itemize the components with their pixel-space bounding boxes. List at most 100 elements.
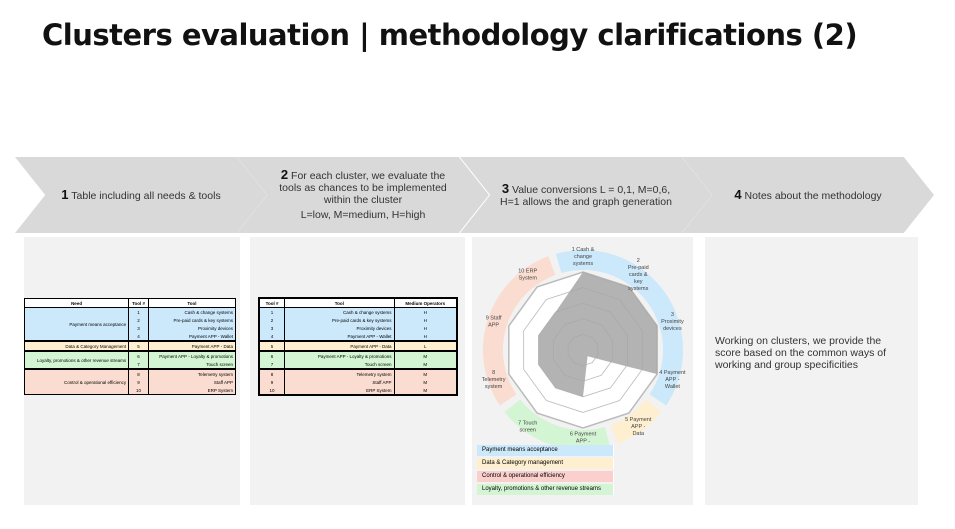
tool-name: Telemetry system bbox=[284, 368, 395, 378]
tool-name: Staff APP bbox=[147, 378, 237, 386]
tool-score: L bbox=[393, 340, 458, 351]
tool-score: M bbox=[393, 368, 458, 378]
tool-number: 6 bbox=[128, 350, 149, 360]
tool-name: Staff APP bbox=[284, 378, 395, 386]
tool-name: Payment APP - Wallet bbox=[284, 332, 395, 341]
tool-name: Payment APP - Data bbox=[284, 340, 395, 351]
tool-score: H bbox=[393, 332, 458, 341]
tool-number: 3 bbox=[258, 324, 286, 332]
tool-name: Cash & change systems bbox=[284, 307, 395, 316]
step-1: 1 Table including all needs & tools bbox=[15, 157, 267, 233]
tool-number: 4 bbox=[258, 332, 286, 341]
cluster-arc bbox=[555, 249, 684, 406]
need-cell: Data & Category Management bbox=[23, 340, 130, 351]
column-header: Tool # bbox=[258, 297, 286, 308]
tool-score: M bbox=[393, 360, 458, 369]
cluster-arc bbox=[610, 399, 662, 444]
need-cell: Loyalty, promotions & other revenue stre… bbox=[23, 350, 130, 369]
tool-score: H bbox=[393, 316, 458, 324]
page-title: Clusters evaluation | methodology clarif… bbox=[42, 18, 858, 52]
step-4: 4 Notes about the methodology bbox=[682, 157, 934, 233]
tool-number: 1 bbox=[128, 307, 149, 316]
step-3: 3 Value conversions L = 0,1, M=0,6, H=1 … bbox=[460, 157, 712, 233]
tool-number: 10 bbox=[128, 386, 149, 395]
tool-name: Payment APP - Wallet bbox=[147, 332, 237, 341]
column-header: Tool bbox=[284, 297, 395, 308]
tool-name: Cash & change systems bbox=[147, 307, 237, 316]
tool-score: H bbox=[393, 307, 458, 316]
tool-name: Touch screen bbox=[284, 360, 395, 369]
tool-number: 4 bbox=[128, 332, 149, 341]
column-header: Medium Operators bbox=[393, 297, 458, 308]
tool-name: Touch screen bbox=[147, 360, 237, 369]
tool-number: 2 bbox=[128, 316, 149, 324]
tool-name: Proximity devices bbox=[284, 324, 395, 332]
legend-item: Control & operational efficiency bbox=[477, 471, 614, 482]
tool-number: 2 bbox=[258, 316, 286, 324]
column-header: Need bbox=[23, 298, 130, 308]
column-header: Tool # bbox=[128, 298, 149, 308]
step-text: Value conversions L = 0,1, M=0,6, H=1 al… bbox=[500, 183, 672, 208]
tool-name: Telemetry system bbox=[147, 368, 237, 378]
tool-number: 5 bbox=[258, 340, 286, 351]
step-number: 4 bbox=[734, 186, 742, 202]
radar-series bbox=[538, 272, 658, 397]
tool-number: 9 bbox=[258, 378, 286, 386]
tool-number: 1 bbox=[258, 307, 286, 316]
tool-number: 7 bbox=[128, 360, 149, 369]
tool-name: Proximity devices bbox=[147, 324, 237, 332]
step-text: For each cluster, we evaluate the tools … bbox=[279, 170, 447, 206]
tool-number: 10 bbox=[258, 386, 286, 395]
legend-item: Data & Category management bbox=[477, 458, 614, 469]
tool-name: Pre-paid cards & key systems bbox=[147, 316, 237, 324]
step-text: Notes about the methodology bbox=[744, 189, 882, 202]
step-subtext: L=low, M=medium, H=high bbox=[300, 209, 426, 221]
tool-number: 9 bbox=[128, 378, 149, 386]
tool-number: 8 bbox=[128, 368, 149, 378]
tool-score: H bbox=[393, 324, 458, 332]
tool-score: M bbox=[393, 378, 458, 386]
legend-item: Payment means acceptance bbox=[477, 445, 614, 456]
methodology-note: Working on clusters, we provide the scor… bbox=[715, 335, 887, 371]
step-number: 2 bbox=[280, 167, 289, 182]
tool-name: ERP System bbox=[147, 386, 237, 395]
step-text: Table including all needs & tools bbox=[71, 189, 221, 202]
legend-item: Loyalty, promotions & other revenue stre… bbox=[477, 484, 614, 495]
tool-name: Payment APP - Data bbox=[147, 340, 237, 351]
tool-number: 8 bbox=[258, 368, 286, 378]
tool-score: M bbox=[393, 350, 458, 360]
tool-number: 6 bbox=[258, 350, 286, 360]
step-2: 2 For each cluster, we evaluate the tool… bbox=[237, 157, 489, 233]
need-cell: Payment means acceptance bbox=[23, 307, 130, 341]
tool-score: M bbox=[393, 386, 458, 395]
need-cell: Control & operational efficiency bbox=[23, 368, 130, 395]
tool-name: Pre-paid cards & key systems bbox=[284, 316, 395, 324]
tool-name: Payment APP - Loyalty & promotions bbox=[284, 350, 395, 360]
tool-name: ERP System bbox=[284, 386, 395, 395]
tool-number: 7 bbox=[258, 360, 286, 369]
tool-number: 3 bbox=[128, 324, 149, 332]
tool-number: 5 bbox=[128, 340, 149, 351]
step-number: 1 bbox=[61, 186, 69, 202]
tool-name: Payment APP - Loyalty & promotions bbox=[147, 350, 237, 360]
